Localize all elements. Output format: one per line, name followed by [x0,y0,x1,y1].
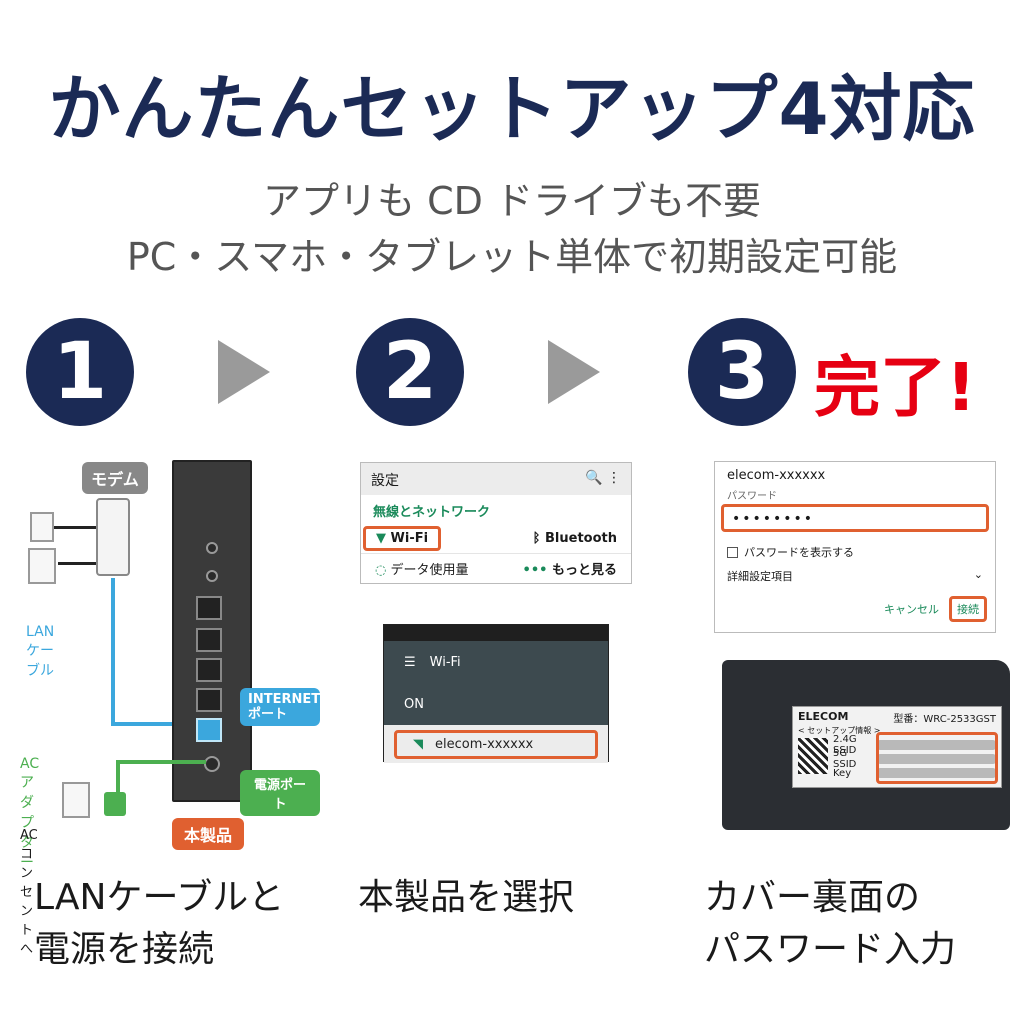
settings-row: ▼ Wi-Fi ᛒ Bluetooth [361,524,631,554]
step-3-badge: 3 [688,318,796,426]
setup-info-label: < セットアップ情報 > [798,726,881,735]
wifi-signal-icon: ◥ [413,736,423,752]
wifi-icon: ▼ [376,531,386,546]
power-port-tag: 電源ポート [240,770,320,816]
step-1-caption: LANケーブルと 電源を接続 [34,877,285,970]
section-label: 無線とネットワーク [373,505,491,520]
subtitle-line-2: PC・スマホ・タブレット単体で初期設定可能 [126,235,898,279]
network-name: elecom-xxxxxx [435,736,534,752]
wifi-toggle-row[interactable]: ON [384,683,608,725]
cancel-button[interactable]: キャンセル [884,603,939,616]
show-password-label: パスワードを表示する [744,546,854,559]
redacted-value [877,754,996,764]
step-3-caption: カバー裏面の パスワード入力 [704,877,957,970]
subtitle-line-1: アプリも CD ドライブも不要 [263,179,761,223]
internet-port [196,718,222,742]
password-dialog: elecom-xxxxxx パスワード •••••••• パスワードを表示する … [714,461,996,633]
ssid-5-label: 5G SSID [833,748,857,770]
wifi-toggle-label: ON [404,696,424,712]
power-line [58,562,98,565]
page-title: かんたんセットアップ4対応 [48,67,976,151]
redacted-value [877,768,996,778]
chevron-down-icon: ⌄ [973,568,983,581]
ac-adapter-label: ACアダプター [20,756,40,871]
button-icon [206,570,218,582]
lan-cable-label: LANケーブル [26,624,55,679]
more-icon: ••• [522,562,548,578]
dialog-actions: キャンセル 接続 [715,584,995,622]
ac-adapter-icon [104,792,126,816]
settings-screen: 設定 🔍 ⋮ 無線とネットワーク ▼ Wi-Fi ᛒ Bluetooth ◌ デ… [360,462,632,584]
show-password-row: パスワードを表示する [715,532,995,560]
key-label: Key [833,767,852,779]
connect-button[interactable]: 接続 [949,596,987,622]
ssid-24-label: 2.4G SSID [833,734,857,756]
wall-outlet [28,548,56,584]
brand-logo: ELECOM [798,710,849,723]
ssid-key-highlight [876,732,998,784]
lan-port [196,628,222,652]
bluetooth-icon: ᛒ [532,531,541,546]
phone-line [54,526,100,529]
internet-port-tag: INTERNET ポート [240,688,320,726]
wall-outlet [62,782,90,818]
setup-label-sticker: ELECOM 型番：WRC-2533GST < セットアップ情報 > 2.4G … [792,706,1002,788]
network-item[interactable]: ◥ elecom-xxxxxx [394,729,598,759]
ac-cable [116,760,120,796]
wifi-header: ☰ Wi-Fi [384,641,608,683]
data-usage-icon: ◌ [375,562,387,578]
lan-port [196,596,222,620]
arrow-right-icon [218,340,270,404]
button-icon [206,542,218,554]
password-label: パスワード [727,491,777,502]
router-device [172,460,252,802]
wifi-screen-title: Wi-Fi [429,654,461,670]
password-input[interactable]: •••••••• [721,504,989,532]
modem-device [96,498,130,576]
dialog-network-name: elecom-xxxxxx [727,468,826,483]
model-number: 型番：WRC-2533GST [893,714,996,725]
ac-cable [116,760,206,764]
wifi-setting[interactable]: ▼ Wi-Fi [363,526,442,551]
lan-port [196,688,222,712]
data-usage-setting[interactable]: ◌ データ使用量 [375,562,469,578]
power-jack [204,756,220,772]
settings-row: ◌ データ使用量 ••• もっと見る [361,554,631,582]
more-setting[interactable]: ••• もっと見る [522,562,617,578]
advanced-options[interactable]: 詳細設定項目 ⌄ [727,568,983,583]
lan-port [196,658,222,682]
step-2-badge: 2 [356,318,464,426]
qr-code-icon [798,738,828,774]
modem-tag: モデム [82,462,148,494]
lan-cable [111,578,115,726]
phone-status-bar [384,625,608,641]
show-password-checkbox[interactable] [727,546,738,558]
settings-title: 設定 [371,473,399,489]
arrow-right-icon [548,340,600,404]
settings-header: 設定 🔍 ⋮ [361,463,631,495]
step-1-badge: 1 [26,318,134,426]
network-row: ◥ elecom-xxxxxx [384,725,608,763]
complete-label: 完了! [814,349,977,426]
ac-outlet-label: ACコンセントへ [20,828,38,957]
menu-icon[interactable]: ☰ [404,654,416,670]
phone-wifi-screen: ☰ Wi-Fi ON ◥ elecom-xxxxxx [383,624,609,763]
lan-cable [111,722,199,726]
bluetooth-setting[interactable]: ᛒ Bluetooth [532,531,617,546]
product-tag: 本製品 [172,818,244,850]
search-icon[interactable]: 🔍 ⋮ [585,470,621,486]
step-2-caption: 本製品を選択 [358,877,575,918]
wall-outlet [30,512,54,542]
redacted-value [877,740,996,750]
